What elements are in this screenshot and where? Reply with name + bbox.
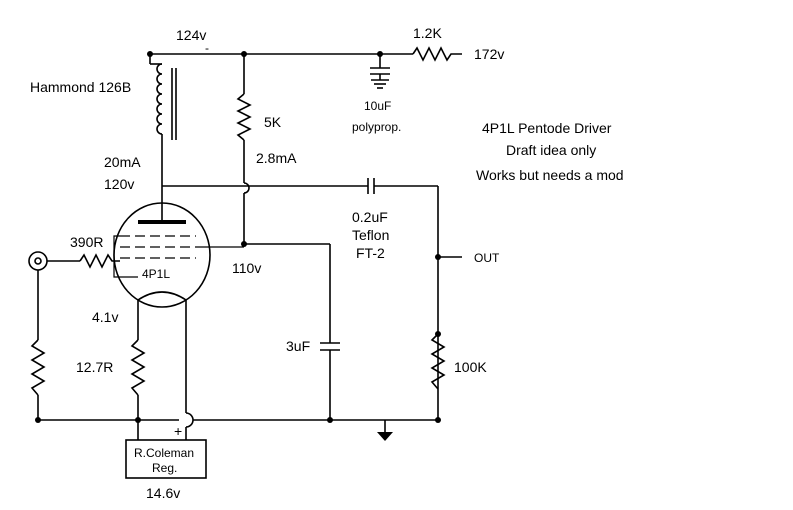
ground-rail (35, 417, 441, 423)
bypass-cap-type-label: polyprop. (352, 120, 401, 134)
regulator-plus-label: + (174, 423, 182, 439)
grid-resistor (79, 253, 120, 269)
coupling-cap-model-label: FT-2 (356, 245, 385, 261)
filament-supply-lead (185, 306, 194, 440)
regulator-box (125, 439, 207, 479)
choke-label: Hammond 126B (30, 79, 131, 95)
regulator-line-2: Reg. (152, 461, 177, 475)
minus-mark: - (205, 41, 209, 55)
load-resistor (430, 331, 446, 390)
bypass-cap-value-label: 10uF (364, 99, 391, 113)
cathode-resistor-label: 12.7R (76, 359, 113, 375)
filament-voltage-label: 14.6v (146, 485, 180, 501)
screen-current-label: 2.8mA (256, 150, 297, 166)
plate-line (162, 178, 462, 420)
cathode-resistor (130, 305, 146, 440)
plate-voltage-label: 120v (104, 176, 134, 192)
output-label: OUT (474, 251, 500, 265)
title-line-3: Works but needs a mod (476, 167, 624, 183)
screen-voltage-label: 110v (232, 260, 261, 276)
top-rail (147, 51, 413, 57)
bypass-capacitor (370, 54, 390, 89)
pentode-tube (113, 186, 244, 308)
supply-resistor-label: 1.2K (413, 25, 442, 41)
plate-current-label: 20mA (104, 154, 141, 170)
input-jack (28, 251, 80, 340)
regulator-line-1: R.Coleman (134, 446, 194, 460)
supply-voltage-label: 172v (474, 46, 504, 62)
ground-symbol (377, 420, 393, 441)
title-line-1: 4P1L Pentode Driver (482, 120, 612, 136)
grid-resistor-label: 390R (70, 234, 103, 250)
screen-node (244, 243, 340, 420)
coupling-cap-type-label: Teflon (352, 227, 389, 243)
cathode-voltage-label: 4.1v (92, 309, 118, 325)
coupling-cap-value-label: 0.2uF (352, 209, 388, 225)
screen-resistor-label: 5K (264, 114, 282, 130)
screen-resistor (236, 54, 252, 247)
top-rail-voltage-label: 124v (176, 27, 206, 43)
choke-inductor (149, 54, 177, 186)
grid-leak-resistor (30, 339, 46, 420)
title-line-2: Draft idea only (506, 142, 596, 158)
load-resistor-label: 100K (454, 359, 487, 375)
tube-label: 4P1L (142, 267, 170, 281)
supply-resistor (412, 46, 462, 62)
screen-cap-label: 3uF (286, 338, 310, 354)
